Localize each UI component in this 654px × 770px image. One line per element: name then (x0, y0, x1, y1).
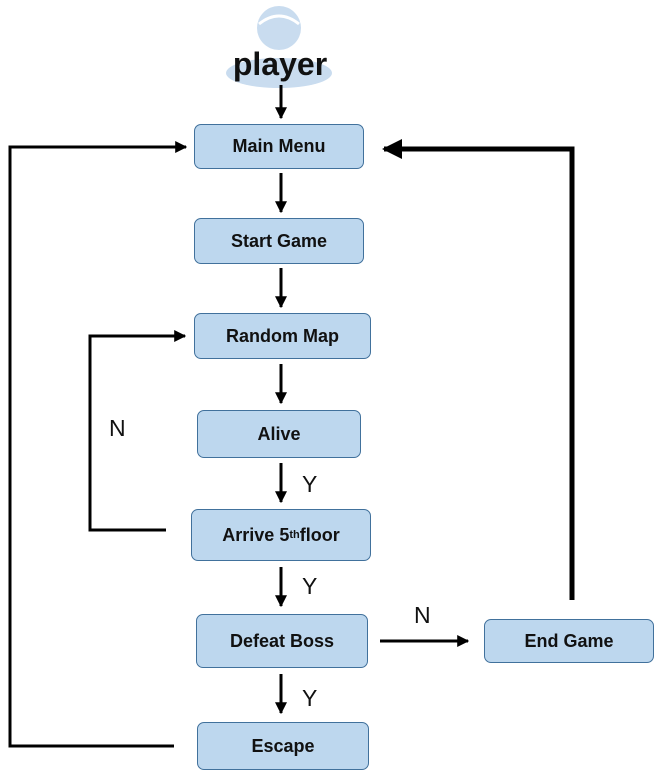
node-arrive-5th-floor-prefix: Arrive 5 (222, 524, 290, 545)
edge-label-alive-no: N (109, 415, 126, 441)
node-random-map: Random Map (194, 313, 371, 359)
actor-label: player (232, 46, 328, 82)
arrow-escape-to-main-menu (8, 141, 188, 748)
node-main-menu: Main Menu (194, 124, 364, 169)
person-icon (226, 6, 332, 88)
node-escape: Escape (197, 722, 369, 770)
edge-label-boss-yes: Y (302, 685, 318, 711)
node-end-game: End Game (484, 619, 654, 663)
node-defeat-boss: Defeat Boss (196, 614, 368, 668)
node-alive: Alive (197, 410, 361, 458)
edge-label-floor-yes: Y (302, 573, 318, 599)
arrow-end-game-to-main-menu (382, 139, 575, 600)
node-arrive-5th-floor-suffix: floor (299, 524, 340, 545)
node-start-game: Start Game (194, 218, 364, 264)
edge-label-boss-no: N (414, 602, 431, 628)
edge-label-alive-yes: Y (302, 471, 318, 497)
arrow-arrive-floor-to-random-map (88, 330, 187, 532)
